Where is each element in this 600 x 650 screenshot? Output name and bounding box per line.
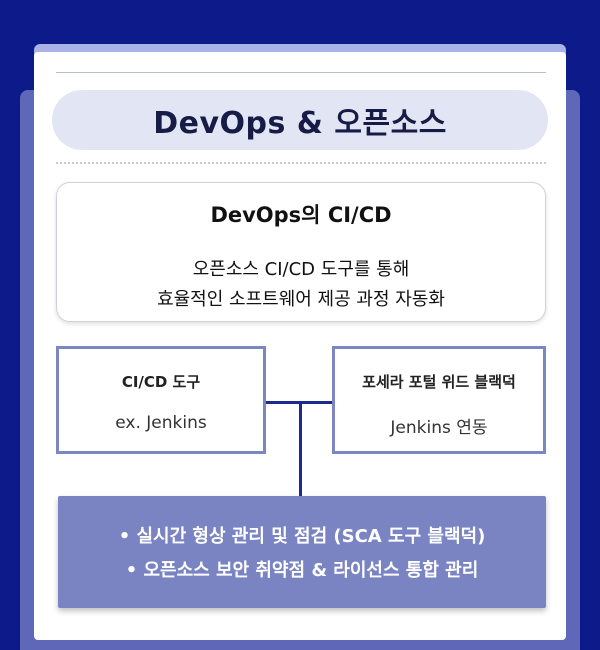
connector-vertical [299, 401, 302, 497]
cicd-line-1: 오픈소스 CI/CD 도구를 통해 [192, 259, 410, 280]
portal-title: 포세라 포털 위드 블랙덕 [362, 373, 516, 391]
cicd-tool-example: ex. Jenkins [115, 413, 207, 433]
feature-item-2: • 오픈소스 보안 취약점 & 라이선스 통합 관리 [125, 560, 479, 581]
cicd-line-2: 효율적인 소프트웨어 제공 과정 자동화 [157, 289, 445, 310]
features-box: • 실시간 형상 관리 및 점검 (SCA 도구 블랙덕) • 오픈소스 보안 … [58, 496, 546, 608]
cicd-tool-box: CI/CD 도구 ex. Jenkins [56, 346, 266, 454]
cicd-tool-title: CI/CD 도구 [121, 373, 201, 391]
title-pill: DevOps & 오픈소스 [52, 90, 548, 150]
cicd-description-box: DevOps의 CI/CD 오픈소스 CI/CD 도구를 통해 효율적인 소프트… [56, 182, 546, 322]
top-divider [56, 72, 546, 73]
portal-box: 포세라 포털 위드 블랙덕 Jenkins 연동 [332, 346, 546, 454]
diagram-title: DevOps & 오픈소스 [153, 106, 447, 141]
portal-subtitle: Jenkins 연동 [390, 418, 488, 438]
dotted-divider [56, 162, 546, 164]
feature-item-1: • 실시간 형상 관리 및 점검 (SCA 도구 블랙덕) [118, 526, 486, 547]
diagram-card: DevOps & 오픈소스 DevOps의 CI/CD 오픈소스 CI/CD 도… [34, 52, 566, 640]
cicd-heading: DevOps의 CI/CD [210, 203, 392, 227]
